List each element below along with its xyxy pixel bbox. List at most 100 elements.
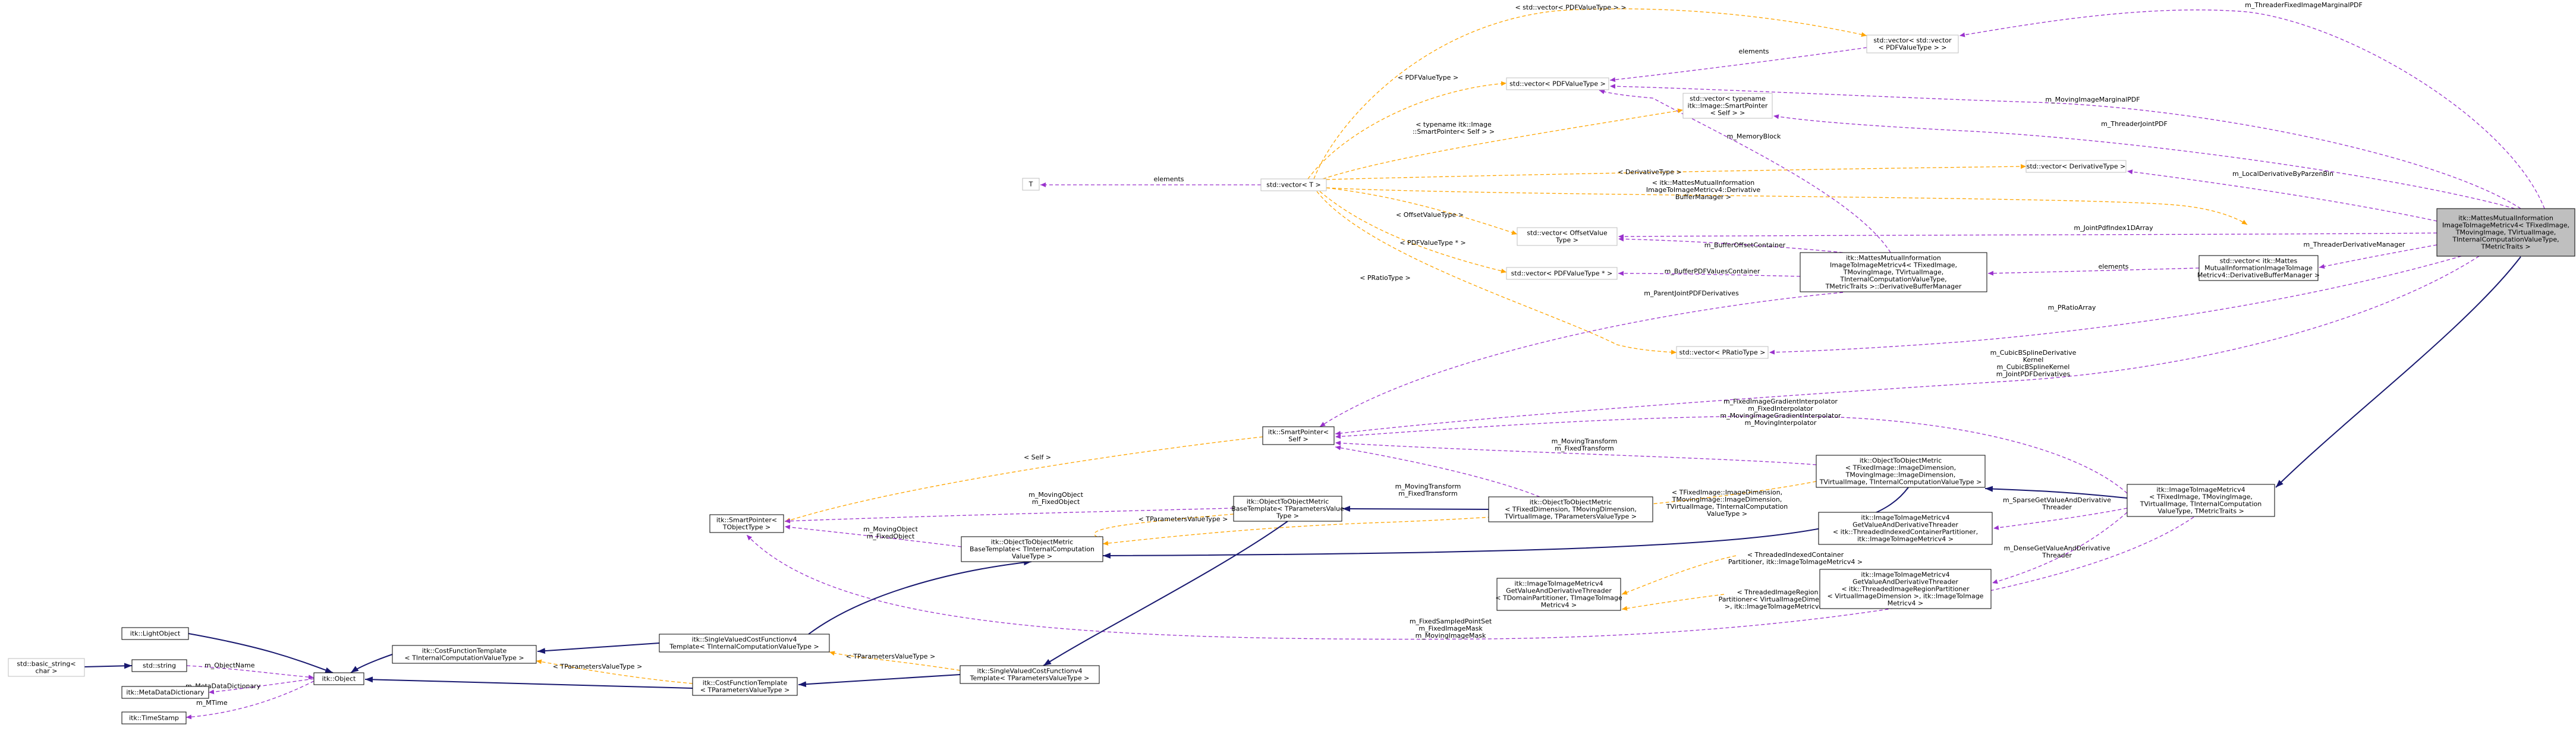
template-edge (1621, 594, 1725, 611)
edge-label: m_ThreaderFixedImageMarginalPDF (2245, 1, 2363, 9)
edge-label: m_CubicBSplineKernel (1997, 363, 2070, 371)
class-node-mmi-dbm[interactable]: itk::MattesMutualInformationImageToImage… (1800, 252, 1987, 292)
class-node-object[interactable]: itk::Object (313, 672, 364, 685)
class-node-label: Metricv4 > (1888, 600, 1923, 607)
edge-label: m_FixedImageMask (1418, 625, 1483, 632)
edge-label: Kernel (2023, 356, 2044, 364)
class-node-label: < PDFValueType > > (1878, 44, 1946, 52)
class-node-lightobject[interactable]: itk::LightObject (121, 627, 189, 640)
class-node-box (2436, 208, 2575, 257)
edge-label: elements (1738, 48, 1769, 55)
class-node-label: TVirtualImage, TInternalComputationValue… (1819, 478, 1982, 486)
class-node-timestamp[interactable]: itk::TimeStamp (121, 711, 187, 724)
class-node-vec-deriv[interactable]: std::vector< DerivativeType > (2025, 160, 2127, 173)
class-node-box (121, 627, 189, 640)
class-node-label: std::string (143, 662, 176, 670)
class-node-label: std::vector< OffsetValue (1527, 229, 1608, 237)
class-node-imgmetric4[interactable]: itk::ImageToImageMetricv4< TFixedImage, … (2127, 484, 2275, 517)
class-node-box (961, 536, 1103, 562)
class-node-label: TMetricTraits >::DerivativeBufferManager (1825, 283, 1962, 291)
usage-edge (1335, 445, 1540, 497)
class-node-string[interactable]: std::string (131, 659, 187, 672)
edge-label: TMovingImage::ImageDimension, (1672, 496, 1782, 503)
class-node-vector-t[interactable]: std::vector< T > (1260, 178, 1327, 191)
edge-label: m_MTime (196, 699, 228, 707)
class-node-focus[interactable]: itk::MattesMutualInformationImageToImage… (2436, 208, 2575, 257)
edge-label: < PRatioType > (1360, 274, 1411, 282)
class-node-gvadt-dense[interactable]: itk::ImageToImageMetricv4GetValueAndDeri… (1819, 569, 1992, 609)
class-node-label: Metricv4 > (1541, 601, 1577, 609)
class-node-label: std::vector< PDFValueType > (1509, 80, 1606, 88)
class-node-box (121, 686, 209, 699)
edge-label: m_CubicBSplineDerivative (1990, 349, 2077, 357)
inheritance-edge (537, 642, 660, 654)
class-node-otom-fixdim[interactable]: itk::ObjectToObjectMetric< TFixedDimensi… (1488, 496, 1653, 522)
class-node-costfn-tpl[interactable]: itk::CostFunctionTemplate< TInternalComp… (392, 645, 537, 664)
class-node-otom-main[interactable]: itk::ObjectToObjectMetric< TFixedImage::… (1816, 455, 1986, 488)
class-node-vec-offset[interactable]: std::vector< OffsetValueType > (1517, 227, 1618, 246)
class-node-vec-mmi-dbm[interactable]: std::vector< itk::MattesMutualInformatio… (2197, 255, 2320, 281)
class-node-label: TInternalComputationValueType, (2452, 236, 2559, 244)
class-node-basic-string[interactable]: std::basic_string<char > (8, 658, 85, 677)
class-node-label: Type > (1276, 512, 1299, 520)
class-node-sp-tobj[interactable]: itk::SmartPointer<TObjectType > (709, 514, 784, 533)
inheritance-edge (1102, 487, 1909, 559)
class-node-label: char > (36, 667, 58, 675)
class-node-svcf4-par[interactable]: itk::SingleValuedCostFunctionv4Template<… (960, 665, 1100, 684)
edge-label: m_PRatioArray (2048, 304, 2096, 311)
class-node-label: itk::Image::SmartPointer (1688, 102, 1768, 110)
class-node-label: itk::SmartPointer< (1268, 429, 1329, 436)
template-edge (1316, 191, 1677, 355)
inheritance-edge (1043, 521, 1288, 666)
inheritance-edge (798, 674, 961, 688)
class-node-label: < TParametersValueType > (700, 686, 790, 694)
class-node-box (1506, 267, 1618, 280)
inheritance-edge (808, 559, 1032, 635)
usage-edge (784, 508, 1234, 524)
class-node-T[interactable]: T (1022, 178, 1040, 191)
class-node-label: MutualInformationImageToImage (2204, 264, 2313, 272)
class-node-label: itk::MattesMutualInformation (1846, 254, 1941, 262)
edge-label: m_MovingInterpolator (1745, 419, 1817, 427)
class-node-costfn-tpl2[interactable]: itk::CostFunctionTemplate< TParametersVa… (692, 677, 798, 696)
edge-label: m_ObjectName (205, 661, 255, 669)
class-node-label: Type > (1555, 237, 1578, 244)
edge-layer (84, 8, 2545, 720)
class-node-vec-pdf-ptr[interactable]: std::vector< PDFValueType * > (1506, 267, 1618, 280)
usage-edge (1335, 256, 2480, 436)
class-node-label: TInternalComputationValueType, (1839, 276, 1946, 283)
class-node-gvadt-domain[interactable]: itk::ImageToImageMetricv4GetValueAndDeri… (1495, 578, 1622, 611)
class-node-gvadt-sparse[interactable]: itk::ImageToImageMetricv4GetValueAndDeri… (1818, 512, 1993, 545)
edge-label: < OffsetValueType > (1396, 211, 1464, 219)
class-node-vec-sp-img[interactable]: std::vector< typenameitk::Image::SmartPo… (1682, 93, 1773, 119)
class-node-vec-vec-pdf[interactable]: std::vector< std::vector< PDFValueType >… (1866, 34, 1959, 53)
class-node-vec-pratio[interactable]: std::vector< PRatioType > (1676, 346, 1769, 359)
usage-edge (1992, 512, 2128, 584)
class-node-box (709, 514, 784, 533)
class-node-metadatadict[interactable]: itk::MetaDataDictionary (121, 686, 209, 699)
edge-label: < std::vector< PDFValueType > > (1515, 4, 1626, 11)
class-node-label: itk::TimeStamp (129, 714, 179, 722)
class-node-label: itk::SingleValuedCostFunctionv4 (977, 667, 1083, 675)
edge-label: < ThreadedIndexedContainer (1747, 551, 1844, 559)
class-node-label: BaseTemplate< TParametersValue (1231, 505, 1344, 513)
edge-label: m_MovingTransform (1552, 437, 1618, 445)
class-node-label: itk::Object (322, 675, 357, 683)
edge-label: TVirtualImage, TInternalComputation (1666, 503, 1788, 511)
class-node-box (1818, 512, 1993, 545)
class-node-sp-self[interactable]: itk::SmartPointer<Self > (1262, 426, 1335, 445)
class-node-svcf4-int[interactable]: itk::SingleValuedCostFunctionv4Template<… (659, 634, 830, 653)
class-node-vec-pdf[interactable]: std::vector< PDFValueType > (1506, 77, 1609, 90)
usage-edge (1599, 89, 1891, 253)
class-node-box (1866, 34, 1959, 53)
class-node-label: < itk::ThreadedIndexedContainerPartition… (1833, 528, 1978, 536)
edge-label: m_MovingImageMarginalPDF (2045, 96, 2140, 103)
inheritance-edge (350, 654, 393, 673)
class-node-label: TMovingImage::ImageDimension, (1845, 471, 1956, 479)
edge-label: m_FixedTransform (1555, 445, 1613, 452)
class-node-label: itk::ImageToImageMetricv4 (1514, 580, 1603, 588)
class-node-label: TVirtualImage, TInternalComputation (2140, 500, 2262, 508)
